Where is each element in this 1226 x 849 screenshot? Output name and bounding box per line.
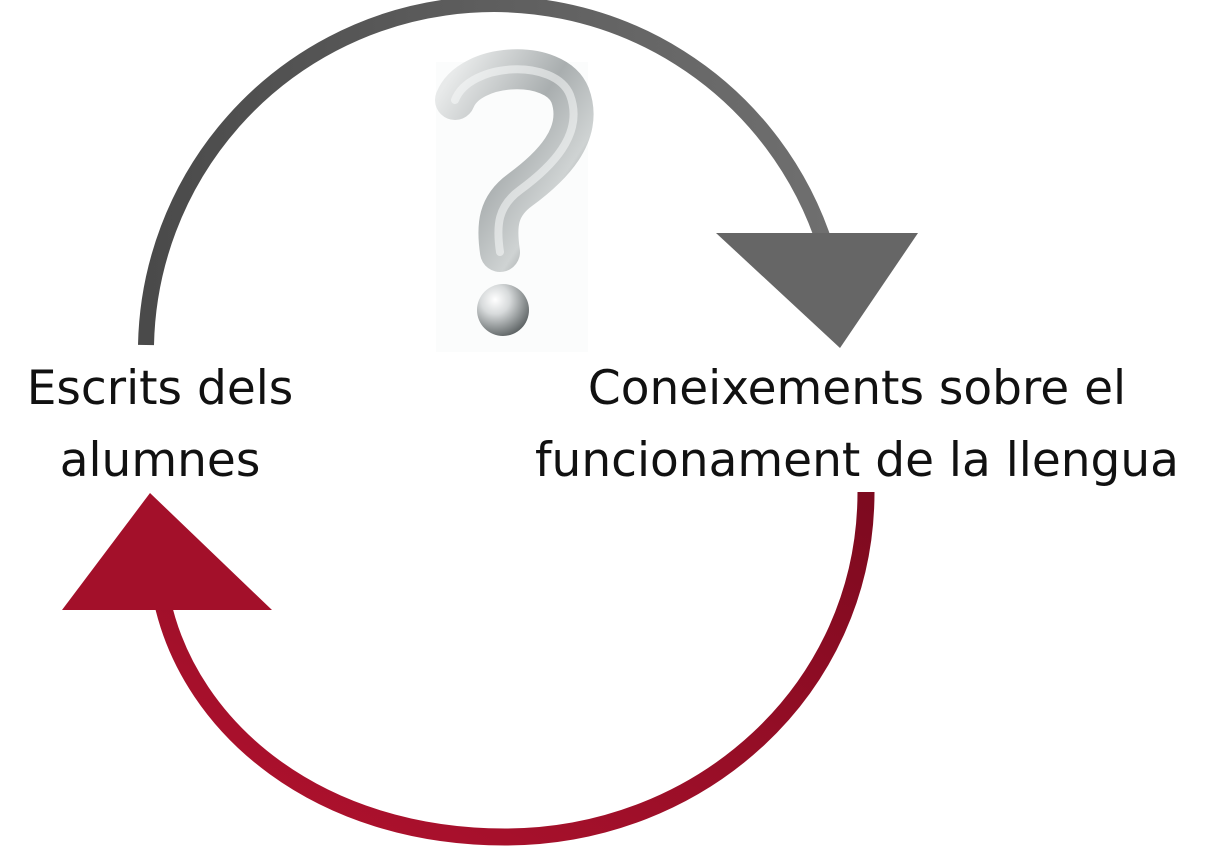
node-language-knowledge-line2: funcionament de la llengua xyxy=(535,433,1179,488)
bottom-arrow-arc xyxy=(153,491,875,846)
top-arrowhead xyxy=(716,233,918,348)
question-mark-icon xyxy=(435,49,594,352)
node-student-writings-line1: Escrits dels xyxy=(26,361,294,416)
bottom-arrow xyxy=(62,491,875,846)
bottom-arrowhead xyxy=(62,493,272,610)
node-student-writings: Escrits dels alumnes xyxy=(0,353,320,497)
node-language-knowledge-line1: Coneixements sobre el xyxy=(587,361,1127,416)
top-arrow xyxy=(138,0,918,348)
top-arrow-arc xyxy=(138,0,834,346)
node-language-knowledge: Coneixements sobre el funcionament de la… xyxy=(488,353,1226,497)
node-student-writings-line2: alumnes xyxy=(59,433,261,488)
